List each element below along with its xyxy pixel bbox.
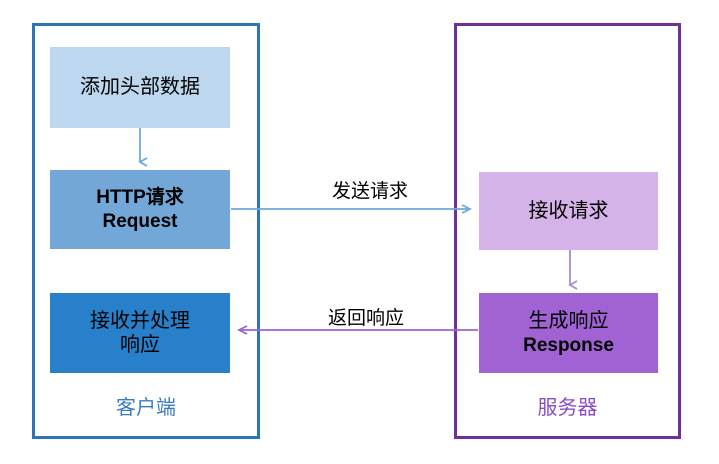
box-receive-process-response[interactable]: 接收并处理 响应 [50,293,230,373]
edge-label-send-request: 发送请求 [331,181,408,202]
box-generate-response-line2: Response [523,334,614,356]
edge-label-return-response: 返回响应 [327,308,404,329]
client-panel [32,23,260,439]
box-http-request[interactable]: HTTP请求 Request [50,170,230,249]
box-add-header-line1: 添加头部数据 [80,76,200,99]
box-receive-process-response-line2: 响应 [120,334,160,356]
client-panel-label: 客户端 [116,397,176,419]
box-receive-request-line1: 接收请求 [528,199,609,222]
server-panel [454,23,681,439]
server-panel-label: 服务器 [537,397,598,419]
box-http-request-line2: Request [102,210,178,232]
box-generate-response-line1: 生成响应 [528,310,609,333]
box-http-request-line1: HTTP请求 [96,187,184,209]
box-add-header[interactable]: 添加头部数据 [50,47,230,128]
box-receive-process-response-line1: 接收并处理 [90,309,190,332]
box-receive-request[interactable]: 接收请求 [479,172,658,250]
box-generate-response[interactable]: 生成响应 Response [479,293,658,373]
